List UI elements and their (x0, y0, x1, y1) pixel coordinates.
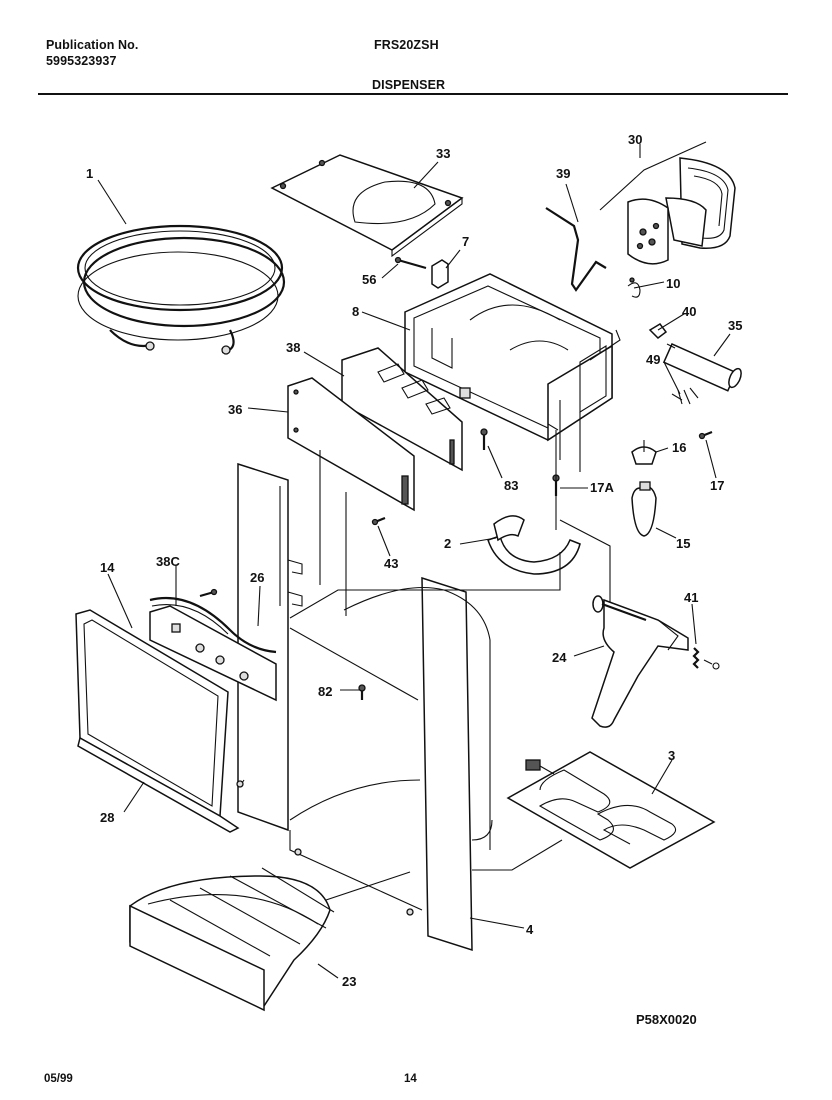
callout-8: 8 (352, 304, 359, 319)
callout-30: 30 (628, 132, 642, 147)
callout-10: 10 (666, 276, 680, 291)
callout-43: 43 (384, 556, 398, 571)
callout-leaders (97, 144, 731, 979)
callout-38C: 38C (156, 554, 180, 569)
callout-83: 83 (504, 478, 518, 493)
callout-33: 33 (436, 146, 450, 161)
spring-clip (627, 277, 641, 298)
callout-41: 41 (684, 590, 698, 605)
dispenser-housing (404, 273, 621, 472)
light-socket-and-bulb (631, 440, 657, 537)
callout-49: 49 (646, 352, 660, 367)
cavity-outline (239, 430, 611, 916)
callout-39: 39 (556, 166, 570, 181)
callout-17A: 17A (590, 480, 614, 495)
footer-date: 05/99 (44, 1073, 73, 1085)
callout-16: 16 (672, 440, 686, 455)
heater (506, 751, 716, 869)
callout-36: 36 (228, 402, 242, 417)
frame-lip (77, 736, 244, 833)
callout-28: 28 (100, 810, 114, 825)
callout-82: 82 (318, 684, 332, 699)
publication-label: Publication No. (46, 38, 139, 52)
callout-2: 2 (444, 536, 451, 551)
dispenser-arm (591, 595, 689, 728)
front-trim-panel (421, 576, 473, 952)
front-panel-plate (287, 377, 415, 512)
callout-3: 3 (668, 748, 675, 763)
switch-board (149, 596, 277, 702)
callout-4: 4 (526, 922, 534, 937)
spring (692, 647, 720, 670)
callout-14: 14 (100, 560, 115, 575)
callout-23: 23 (342, 974, 356, 989)
callout-26: 26 (250, 570, 264, 585)
dispenser-frame (75, 609, 229, 818)
page-number: 14 (404, 1073, 417, 1085)
publication-number: 5995323937 (46, 54, 117, 68)
gasket-coil (76, 224, 286, 355)
bracket-and-screw (394, 256, 449, 289)
callout-1: 1 (86, 166, 93, 181)
callout-56: 56 (362, 272, 376, 287)
left-side-panel (237, 462, 303, 832)
callout-labels: 1 33 7 56 39 30 10 40 35 49 8 38 36 83 1… (86, 132, 742, 989)
callout-38: 38 (286, 340, 300, 355)
actuator-rod (545, 207, 607, 292)
callout-40: 40 (682, 304, 696, 319)
drip-tray (129, 867, 335, 1012)
control-board (341, 347, 463, 472)
drip-bracket (487, 515, 581, 575)
callout-24: 24 (552, 650, 567, 665)
callout-7: 7 (462, 234, 469, 249)
callout-15: 15 (676, 536, 690, 551)
header-rule (38, 93, 788, 95)
solenoid-assembly (648, 323, 742, 405)
figure-code: P58X0020 (636, 1012, 697, 1027)
callout-35: 35 (728, 318, 742, 333)
callout-17: 17 (710, 478, 724, 493)
funnel-chute (599, 141, 736, 265)
section-title: DISPENSER (372, 78, 446, 92)
model-number: FRS20ZSH (374, 38, 439, 52)
top-cover-plate (270, 154, 464, 258)
